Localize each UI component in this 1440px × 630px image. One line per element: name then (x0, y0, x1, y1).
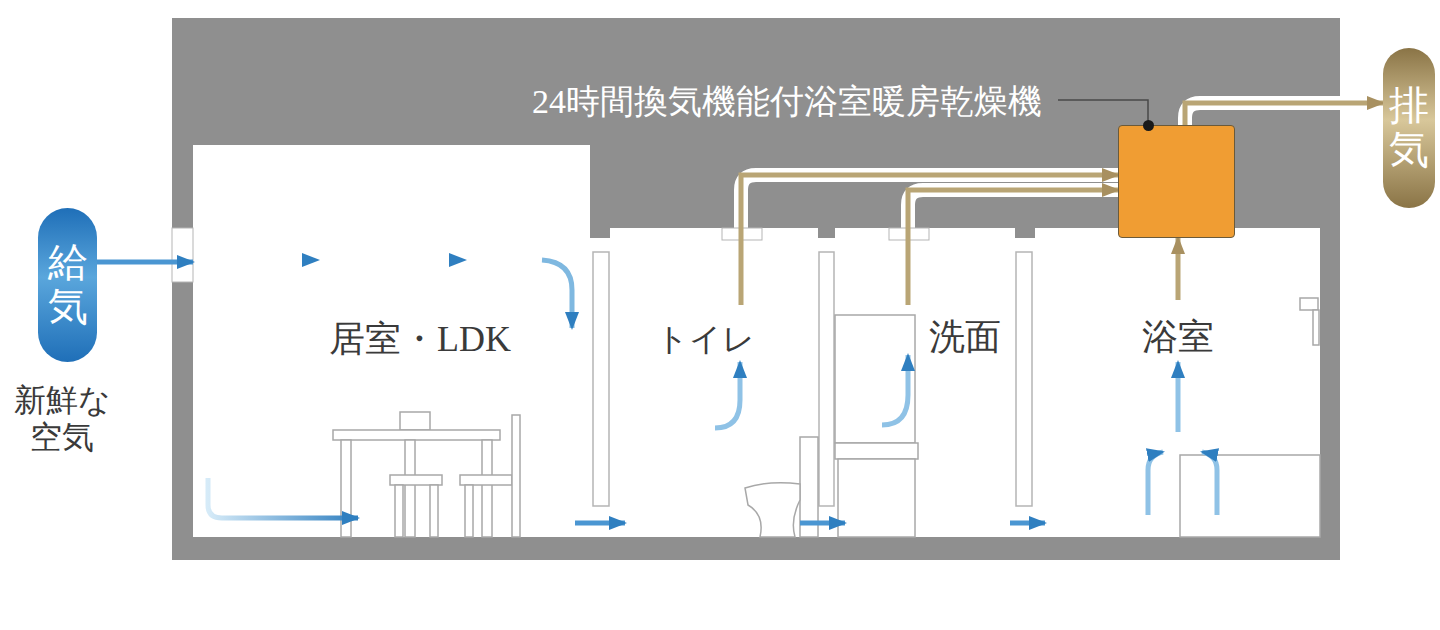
room-area: トイレ (625, 305, 800, 537)
room-label: 洗面 (929, 318, 1001, 358)
exhaust-flow (741, 175, 1118, 305)
room-area: 居室・LDK (193, 145, 575, 537)
duct (741, 103, 1385, 230)
supply-vent (172, 228, 193, 282)
interior-space (590, 238, 1320, 537)
leader-dot (1143, 120, 1154, 131)
exhaust-pill: 排気 (1383, 48, 1435, 208)
supply-flow (800, 521, 845, 526)
supply-flow (1010, 521, 1045, 526)
supply-flow (575, 521, 625, 526)
ldk-space (193, 145, 590, 537)
building-shell (172, 18, 1340, 560)
room-area: 浴室 (1045, 300, 1320, 537)
room-label: トイレ (656, 322, 755, 357)
leader-line (1058, 100, 1148, 124)
vertical-label: 排気 (1389, 84, 1429, 172)
exhaust-flow (908, 190, 1118, 305)
supply-pill: 給気 (38, 208, 97, 362)
exhaust-flow (1176, 238, 1181, 300)
unit-label: 24時間換気機能付浴室暖房乾燥機 (532, 83, 1042, 120)
room-label: 居室・LDK (329, 320, 511, 360)
vertical-label: 給気 (48, 241, 88, 329)
supply-flow (97, 260, 193, 265)
room-label: 浴室 (1142, 318, 1214, 358)
airflow-arrow (208, 260, 1217, 518)
ventilation-unit: 24時間換気機能付浴室暖房乾燥機 (1118, 125, 1235, 238)
caption-label: 新鮮な 空気 (12, 382, 112, 456)
exhaust-flow (1185, 103, 1383, 125)
room-area: 洗面 (845, 305, 1010, 537)
